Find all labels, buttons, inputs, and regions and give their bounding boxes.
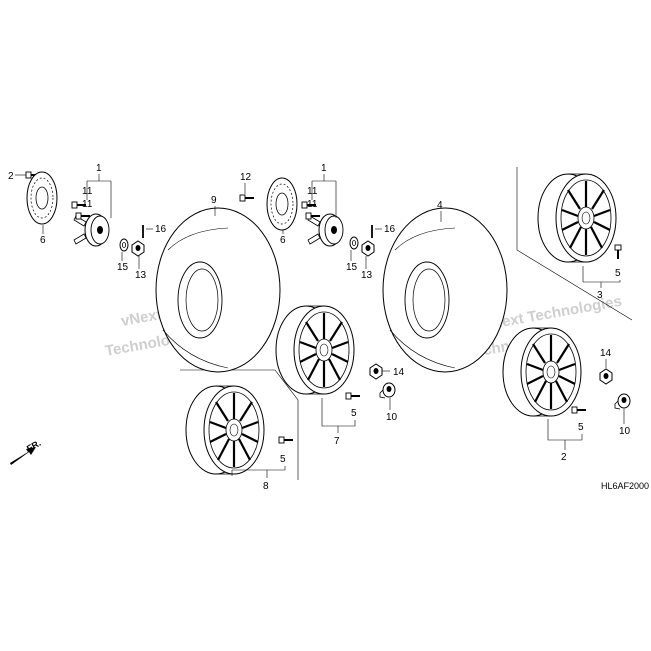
- washer: [349, 236, 359, 250]
- arrow-icon: [10, 447, 36, 465]
- callout-14: 14: [600, 348, 612, 359]
- left-hub-group: 2 6 1 11 11 15 13 16: [8, 163, 167, 281]
- hub-stud: [75, 212, 91, 220]
- callout-8: 8: [263, 481, 269, 492]
- callout-9: 9: [211, 195, 217, 206]
- washer: [119, 238, 129, 252]
- callout-16: 16: [384, 224, 396, 235]
- callout-11: 11: [82, 199, 93, 210]
- direction-label: FR.: [25, 438, 43, 454]
- lug-nut: [599, 368, 613, 385]
- front-direction-arrow: FR.: [10, 438, 43, 465]
- callout-3: 3: [597, 290, 603, 301]
- tire-left: 9: [155, 195, 281, 373]
- callout-12: 12: [240, 172, 252, 183]
- wheel-bolt: [614, 244, 622, 260]
- callout-10: 10: [386, 412, 398, 423]
- wheel-bolt: [345, 392, 361, 400]
- callout-11: 11: [307, 186, 318, 197]
- callout-11: 11: [307, 199, 318, 210]
- callout-5: 5: [351, 408, 357, 419]
- callout-5: 5: [578, 422, 584, 433]
- wheel-lower-left: 5 8: [184, 384, 294, 492]
- axle-nut: [131, 240, 145, 257]
- callout-5: 5: [280, 454, 286, 465]
- wheel-cap-nut: [614, 393, 631, 410]
- wheel-bolt: [278, 436, 294, 444]
- axle-nut: [361, 240, 375, 257]
- brake-disc: [26, 171, 58, 225]
- callout-14: 14: [393, 367, 405, 378]
- callout-10: 10: [619, 426, 631, 437]
- callout-2: 2: [8, 171, 14, 182]
- wheel-lower-right: 14 5 2 10: [501, 326, 631, 463]
- lug-nut: [369, 363, 383, 380]
- callout-6: 6: [280, 235, 286, 246]
- wheel-hub: [307, 213, 344, 247]
- callout-15: 15: [117, 262, 129, 273]
- callout-13: 13: [135, 270, 147, 281]
- wheel-cap-nut: [379, 382, 396, 399]
- callout-1: 1: [321, 163, 327, 174]
- callout-1: 1: [96, 163, 102, 174]
- tire-right: 4: [382, 200, 508, 373]
- wheel-center: 5 7 14 10: [274, 304, 405, 447]
- hub-bolt: [239, 194, 255, 202]
- brake-disc: [266, 177, 298, 231]
- wheel-bolt: [571, 406, 587, 414]
- callout-7: 7: [334, 436, 340, 447]
- callout-13: 13: [361, 270, 373, 281]
- diagram-code: HL6AF2000: [601, 481, 649, 491]
- callout-11: 11: [82, 186, 93, 197]
- wheel-upper-right: 5 3: [536, 172, 622, 301]
- center-hub-group: 12 6 1 11 11 15 13 16: [239, 163, 396, 281]
- callout-2: 2: [561, 452, 567, 463]
- callout-15: 15: [346, 262, 358, 273]
- callout-6: 6: [40, 235, 46, 246]
- callout-4: 4: [437, 200, 443, 211]
- callout-5: 5: [615, 268, 621, 279]
- callout-16: 16: [155, 224, 167, 235]
- group-divider: [516, 167, 633, 321]
